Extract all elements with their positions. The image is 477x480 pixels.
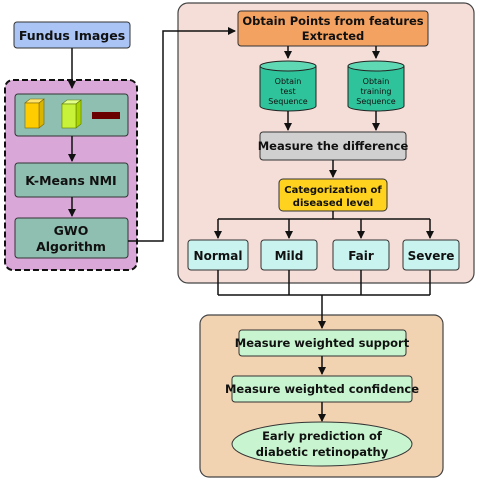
obtain-points-label-line1: Obtain Points from features bbox=[242, 14, 423, 28]
training-sequence-cylinder bbox=[347, 60, 405, 112]
dark-red-bar-icon bbox=[92, 112, 120, 119]
level-fair-label: Fair bbox=[348, 249, 374, 263]
training-seq-label-1: Obtain bbox=[363, 77, 390, 86]
level-severe-box bbox=[402, 239, 460, 271]
categorization-label-1: Categorization of bbox=[284, 185, 382, 196]
kmeans-nmi-label: K-Means NMI bbox=[25, 173, 116, 188]
early-prediction-label-2: diabetic retinopathy bbox=[256, 445, 389, 459]
level-severe-label: Severe bbox=[408, 249, 455, 263]
test-seq-label-2: test bbox=[280, 87, 295, 96]
level-normal-label: Normal bbox=[194, 249, 243, 263]
early-prediction-label-1: Early prediction of bbox=[262, 429, 383, 443]
algorithm-label: Algorithm bbox=[36, 239, 106, 254]
obtain-points-box bbox=[237, 10, 429, 47]
categorization-label-2: diseased level bbox=[293, 198, 373, 209]
green-cube-icon bbox=[61, 99, 82, 129]
test-seq-label-1: Obtain bbox=[275, 77, 302, 86]
weighted-confidence-label: Measure weighted confidence bbox=[225, 382, 419, 396]
measure-difference-label: Measure the difference bbox=[258, 139, 409, 153]
obtain-points-label-line2: Extracted bbox=[302, 29, 365, 43]
gwo-algorithm-box bbox=[14, 217, 129, 259]
arrow-gwo-to-obtain-points bbox=[128, 27, 236, 242]
level-mild-label: Mild bbox=[275, 249, 304, 263]
training-seq-label-3: Sequence bbox=[356, 97, 396, 106]
early-prediction-ellipse bbox=[231, 421, 413, 467]
test-seq-label-3: Sequence bbox=[268, 97, 308, 106]
weighted-support-label: Measure weighted support bbox=[235, 336, 410, 350]
yellow-cube-icon bbox=[24, 98, 45, 129]
gwo-label: GWO bbox=[54, 223, 89, 238]
training-seq-label-2: training bbox=[361, 87, 392, 96]
fundus-images-label: Fundus Images bbox=[19, 28, 125, 43]
test-sequence-cylinder bbox=[259, 60, 317, 112]
